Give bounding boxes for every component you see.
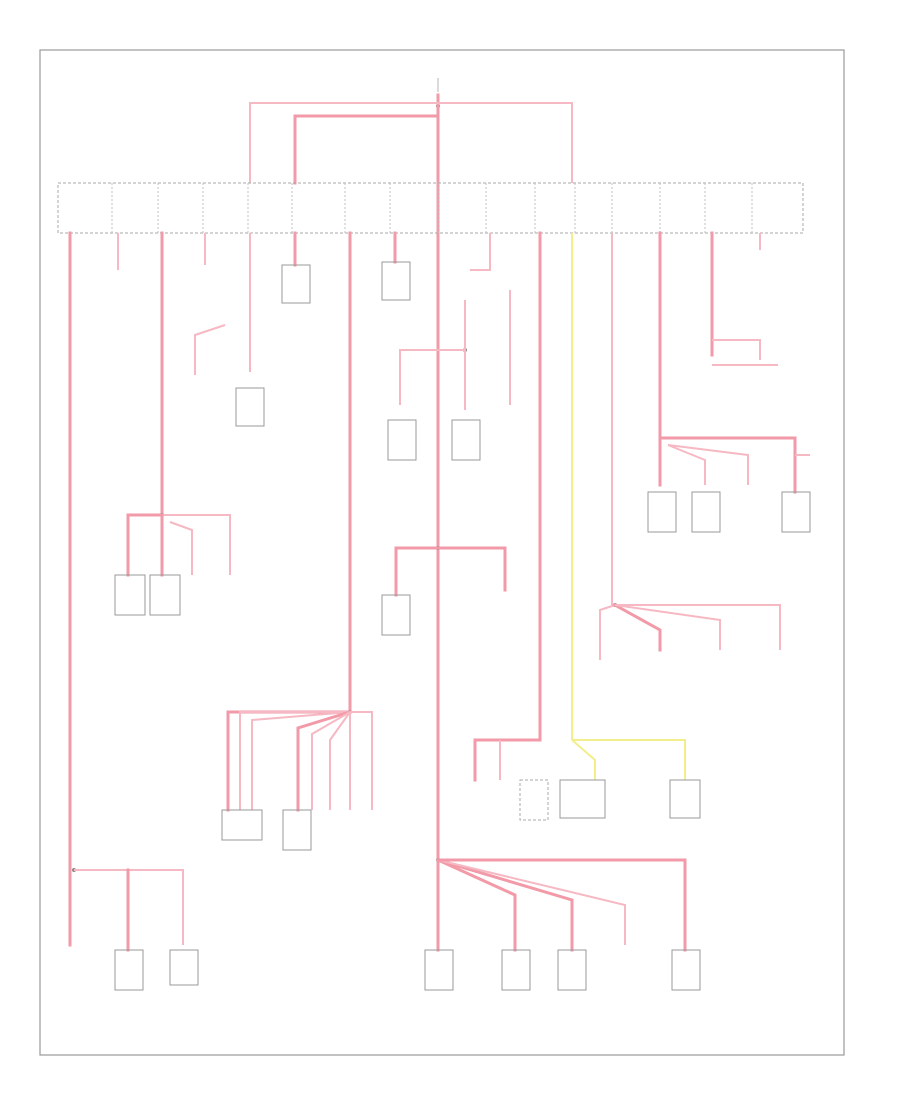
center-left-branch: [221, 231, 373, 851]
right-branches: [599, 231, 811, 660]
fuse-block: [57, 182, 804, 234]
center-branch: [381, 231, 511, 636]
left-feed-branch: [68, 231, 199, 991]
fuel-injector-branch: [114, 231, 231, 616]
upper-left-branches: [117, 231, 311, 427]
battery-feed: [249, 78, 573, 862]
bottom-center-fanout: [424, 858, 701, 991]
relay-cluster: [473, 231, 701, 821]
diagram-frame: [39, 49, 845, 1056]
